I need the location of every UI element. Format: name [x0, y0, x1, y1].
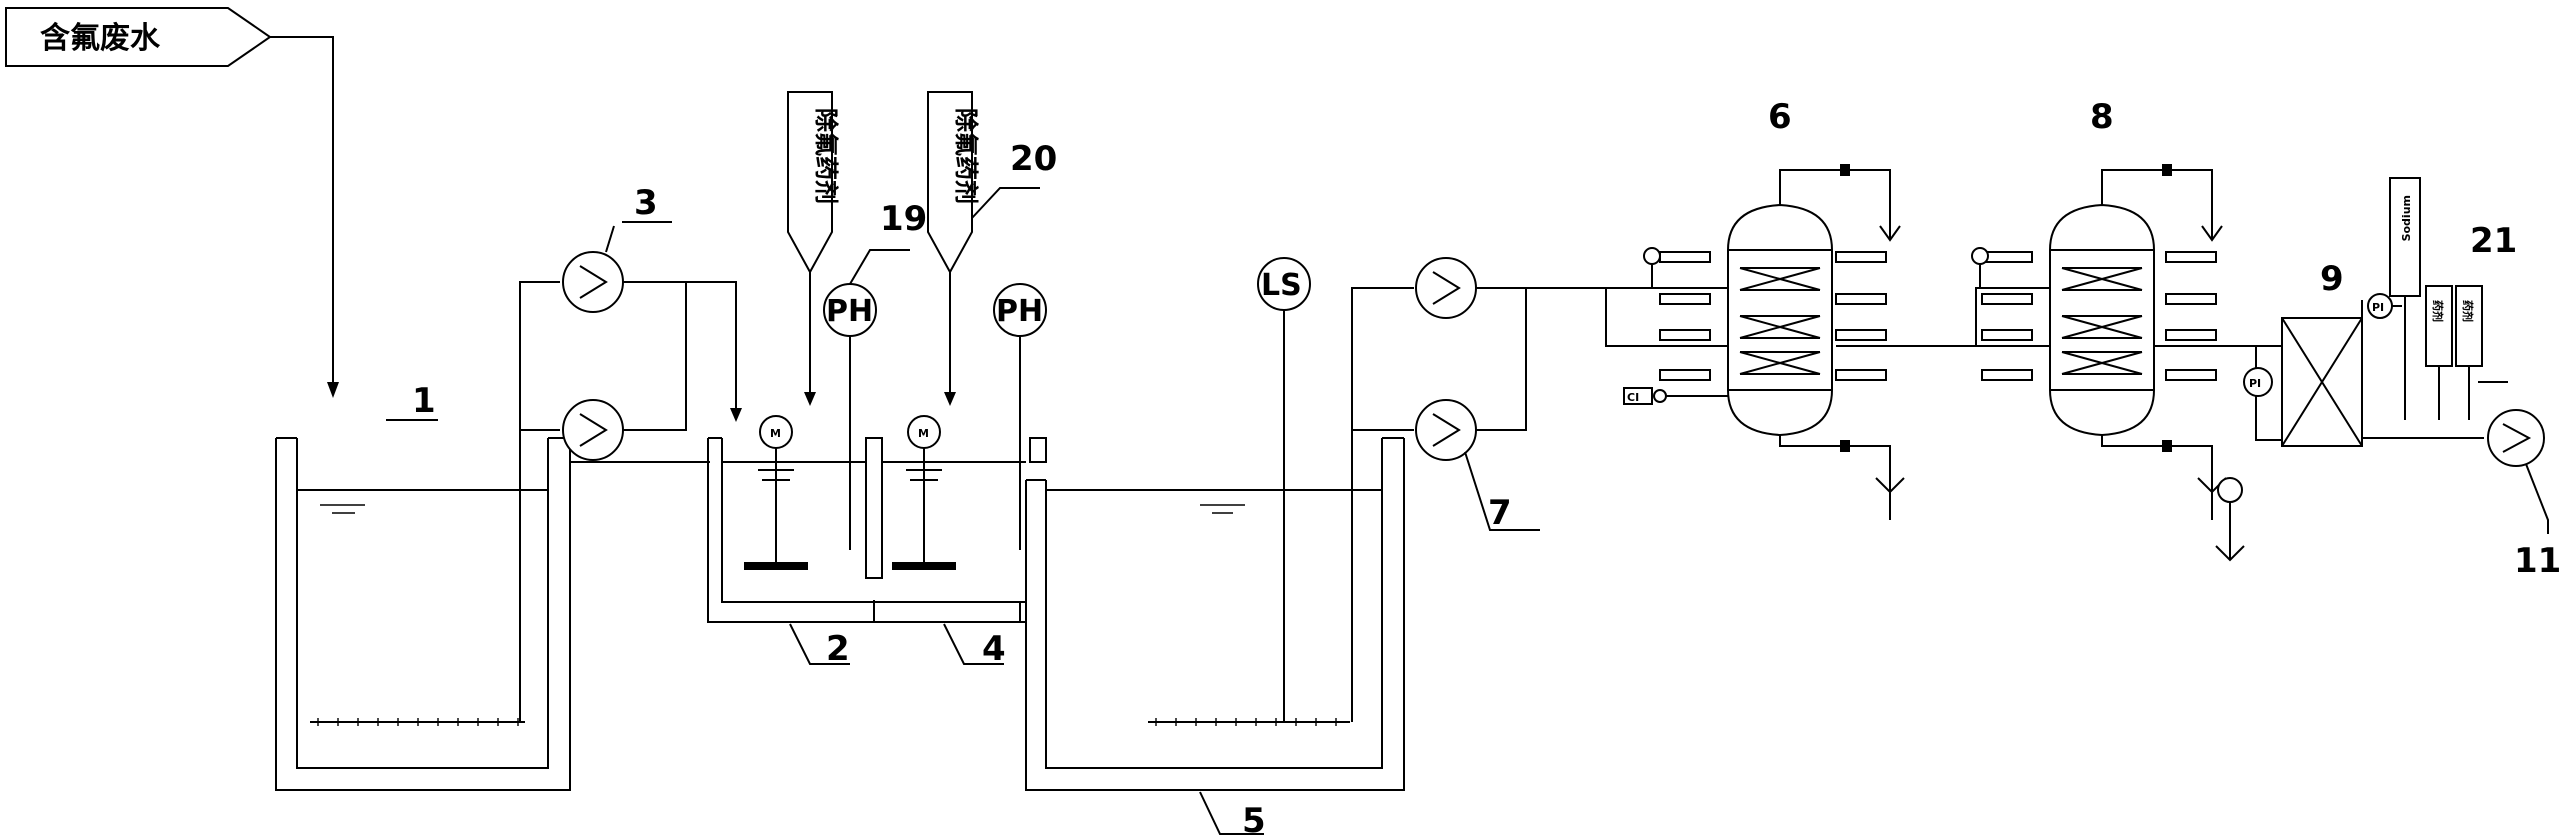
transfer-pump-group [1351, 257, 1606, 722]
callout-21: 21 [2470, 221, 2517, 261]
dosing-tags: Sodium 药剂 药剂 [2389, 177, 2549, 534]
callout-8: 8 [2090, 97, 2114, 137]
mixer-1-label: M [770, 427, 781, 440]
ph-meter-2-label: PH [996, 294, 1043, 329]
pi-2-label: PI [2372, 301, 2384, 314]
lift-pump-group [519, 221, 742, 722]
ci-instrument-label: CI [1627, 391, 1639, 404]
aerator-dots-1 [317, 718, 519, 726]
callout-11: 11 [2514, 541, 2560, 581]
level-switch: LS [1257, 257, 1311, 722]
raw-water-tank [275, 437, 571, 791]
callout-20: 20 [1010, 139, 1057, 179]
ph-meter-1: PH [823, 283, 877, 337]
level-switch-label: LS [1261, 268, 1302, 303]
callout-5: 5 [1242, 801, 1266, 840]
mixer-2-label: M [918, 427, 929, 440]
dosing-tag-c-label: 药剂 [2461, 300, 2475, 322]
leader-19 [849, 249, 910, 285]
wastewater-source-label: 含氟废水 [40, 21, 161, 56]
membrane-filter: PI PI [2215, 293, 2440, 562]
reagent-tag-2: 除氟药剂 [927, 91, 980, 406]
callout-3: 3 [634, 183, 658, 223]
adsorption-column-a: CI [1605, 164, 1976, 520]
reagent-tag-2-label: 除氟药剂 [952, 108, 980, 204]
dosing-tag-a-label: Sodium [2400, 195, 2413, 241]
wastewater-inlet: 含氟废水 [5, 7, 339, 398]
reagent-tag-1-label: 除氟药剂 [812, 108, 840, 204]
callout-1: 1 [412, 381, 436, 421]
callout-labels: 1 2 3 4 5 6 7 8 9 11 19 20 21 [386, 97, 2560, 840]
aerator-dots-2 [1155, 718, 1337, 726]
leader-20 [971, 187, 1040, 219]
dosing-tag-b-label: 药剂 [2431, 300, 2445, 322]
callout-19: 19 [880, 199, 927, 239]
ph-meter-1-label: PH [826, 294, 873, 329]
callout-9: 9 [2320, 259, 2344, 299]
reaction-tanks: M M [707, 335, 1047, 623]
callout-6: 6 [1768, 97, 1792, 137]
callout-4: 4 [982, 629, 1006, 669]
pi-1-label: PI [2249, 377, 2261, 390]
callout-2: 2 [826, 629, 850, 669]
reagent-tag-1: 除氟药剂 [787, 91, 840, 406]
adsorption-column-b [1971, 164, 2270, 520]
callout-7: 7 [1488, 493, 1512, 533]
ph-meter-2: PH [993, 283, 1047, 337]
regulating-tank [1019, 437, 1405, 791]
